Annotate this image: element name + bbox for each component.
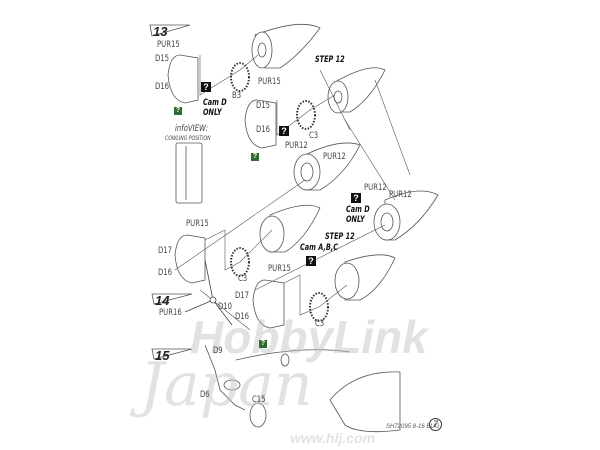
part-label: D10	[218, 302, 233, 312]
step-14-flag	[151, 293, 193, 305]
part-label: D16	[155, 82, 170, 92]
paint-question-icon: ?	[251, 153, 259, 161]
part-label: C3	[309, 131, 319, 141]
engine-nacelle-2	[327, 67, 386, 114]
part-label: D9	[213, 346, 223, 356]
variant-note: Cam D	[346, 205, 370, 215]
part-label: PUR12	[285, 141, 308, 151]
part-label: D6	[200, 390, 210, 400]
propeller	[184, 259, 233, 326]
radial-engines	[230, 62, 329, 322]
part-label: PUR12	[389, 190, 412, 200]
info-view-box	[175, 142, 203, 204]
question-icon: ?	[351, 193, 361, 203]
question-icon: ?	[201, 82, 211, 92]
info-view-subtitle: COWLING POSITION	[165, 135, 211, 142]
part-label: C15	[252, 395, 266, 405]
step-reference: STEP 12	[325, 232, 355, 242]
step-15-number: 15	[155, 348, 170, 363]
part-label: PUR15	[186, 219, 209, 229]
engine-nacelle-3	[293, 142, 361, 191]
part-label: PUR16	[159, 308, 182, 318]
question-icon: ?	[279, 126, 289, 136]
paint-question-icon: ?	[174, 107, 182, 115]
variant-note: ONLY	[203, 108, 222, 118]
part-label: C3	[315, 319, 325, 329]
engine-nacelle-4	[373, 190, 439, 241]
variant-note: Cam A,B,C	[300, 243, 339, 253]
leader-lines	[174, 54, 411, 331]
engine-nacelle-6	[334, 254, 396, 301]
part-label: D16	[158, 268, 173, 278]
step-14-number: 14	[155, 293, 170, 308]
part-label: C3	[238, 274, 248, 284]
engine-nacelle-1	[251, 23, 321, 69]
page-number: 7	[429, 418, 442, 431]
part-label: D16	[235, 312, 250, 322]
step-15-flag	[151, 348, 193, 360]
part-label: D17	[235, 291, 250, 301]
part-label: PUR15	[268, 264, 291, 274]
watermark-brand: HobbyLink	[190, 311, 428, 363]
part-label: PUR12	[364, 183, 387, 193]
footer-code: SH72095 8-16 BUG	[386, 424, 440, 430]
part-label: D15	[256, 101, 271, 111]
engine-nacelle-5	[259, 204, 321, 253]
part-label: PUR12	[323, 152, 346, 162]
watermark-sub: Japan	[140, 350, 313, 420]
step-13-number: 13	[153, 24, 168, 39]
part-label: PUR15	[258, 77, 281, 87]
part-label: D15	[155, 54, 170, 64]
landing-gear	[204, 344, 401, 433]
part-label: PUR15	[157, 40, 180, 50]
variant-note: Cam D	[203, 98, 227, 108]
step-13-flag	[149, 24, 191, 37]
step-reference: STEP 12	[315, 55, 345, 65]
info-view-title: infoVIEW:	[175, 124, 209, 134]
part-label: D16	[256, 125, 271, 135]
part-label: D17	[158, 246, 173, 256]
question-icon: ?	[306, 256, 316, 266]
watermark-url: www.hlj.com	[290, 430, 376, 446]
variant-note: ONLY	[346, 215, 365, 225]
paint-question-icon: ?	[259, 340, 267, 348]
cowl-rings	[167, 54, 285, 329]
part-label: B3	[232, 91, 242, 101]
